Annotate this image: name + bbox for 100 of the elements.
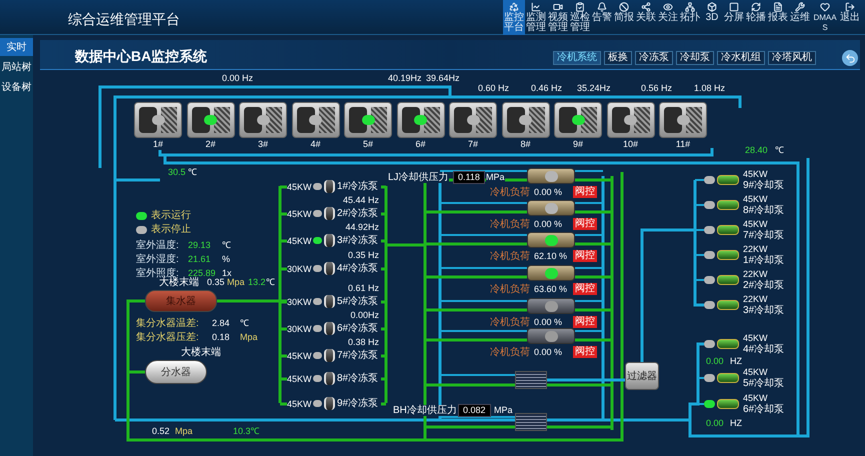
valve-control-button: 阀控 xyxy=(573,283,597,295)
unit-label: MPa xyxy=(494,405,513,416)
hz-value: 45.44 Hz xyxy=(342,195,379,205)
pressure-readout: 0.082 xyxy=(458,404,491,417)
hz-value: 0.46 Hz xyxy=(531,83,562,94)
pressure-value: 0.35 xyxy=(207,277,225,288)
power-rating: 22KW xyxy=(743,244,769,254)
power-rating: 30KW xyxy=(287,264,311,274)
chiller-unit xyxy=(527,328,575,344)
field-label: BH冷却供压力 xyxy=(393,405,457,416)
unit-label: Mpa xyxy=(175,426,193,437)
pump-name: 3#冷冻泵 xyxy=(337,235,378,246)
pump-name: 8#冷却泵 xyxy=(743,205,784,216)
power-rating: 45KW xyxy=(287,398,311,408)
diff-value: 0.18 xyxy=(212,332,230,343)
power-rating: 45KW xyxy=(743,169,769,180)
hz-value: 0.00 xyxy=(706,418,724,429)
hz-value: 0.56 Hz xyxy=(641,83,672,94)
unit-label: Mpa xyxy=(240,332,258,343)
power-rating: 30KW xyxy=(287,296,311,306)
menu-button: 报表 xyxy=(768,13,788,23)
valve-control-button: 阀控 xyxy=(573,250,597,262)
valve-control-button: 阀控 xyxy=(573,316,597,328)
temperature-value: 28.40 xyxy=(745,145,768,156)
chiller-unit xyxy=(527,200,575,216)
field-label: 室外温度: xyxy=(136,240,179,251)
temperature-value: 30.5 xyxy=(168,167,186,178)
power-rating: 30KW xyxy=(287,324,311,334)
tower-number: 11# xyxy=(676,139,690,149)
tank-caption: 大楼末端 xyxy=(159,277,199,288)
tower-number: 3# xyxy=(258,139,268,149)
valve-control-button: 阀控 xyxy=(573,346,597,358)
power-rating: 45KW xyxy=(287,374,311,384)
power-rating: 45KW xyxy=(743,367,769,378)
unit-label: ℃ xyxy=(240,318,249,329)
menu-button: 关联 xyxy=(636,13,656,23)
legend-text: 表示停止 xyxy=(151,224,191,235)
power-rating: 45KW xyxy=(743,219,769,230)
power-rating: 45KW xyxy=(287,182,311,192)
page-heading: 数据中心BA监控系统 xyxy=(75,47,208,66)
pump-name: 5#冷却泵 xyxy=(743,378,784,389)
tower-number: 4# xyxy=(310,139,320,149)
load-value: 62.10 % xyxy=(534,250,568,262)
temperature-value: 13.2 xyxy=(248,277,266,288)
pump-name: 4#冷冻泵 xyxy=(337,263,378,274)
tower-number: 6# xyxy=(415,139,426,149)
menu-button: 拓扑 xyxy=(680,13,700,23)
menu-button: 退出 xyxy=(840,13,860,23)
menu-button: DMAAS xyxy=(811,13,839,33)
outdoor-value: 29.13 xyxy=(188,240,211,251)
load-label: 冷机负荷 xyxy=(490,316,531,328)
unit-label: MPa xyxy=(486,172,505,183)
pipe-connector xyxy=(126,300,145,374)
system-tab: 冷却泵 xyxy=(676,51,714,65)
power-rating: 45KW xyxy=(743,333,769,344)
menu-button: 告警 xyxy=(592,13,612,23)
pump-name: 3#冷却泵 xyxy=(743,305,784,316)
pump-name: 6#冷却泵 xyxy=(743,404,784,415)
power-rating: 22KW xyxy=(743,294,769,304)
chiller-unit xyxy=(527,168,575,184)
tower-number: 1# xyxy=(152,139,163,149)
filter-unit: 过滤器 xyxy=(625,362,659,390)
power-rating: 45KW xyxy=(287,208,311,218)
load-label: 冷机负荷 xyxy=(490,346,531,358)
unit-label: ℃ xyxy=(266,277,275,288)
hz-value: 0.00 xyxy=(706,356,724,367)
pipe-connector xyxy=(217,300,287,302)
hz-value: 1.08 Hz xyxy=(694,83,726,94)
valve-control-button: 阀控 xyxy=(573,218,597,230)
power-rating: 45KW xyxy=(287,236,311,246)
menu-button: 巡检管理 xyxy=(570,13,590,33)
heat-exchanger xyxy=(515,371,547,389)
tower-number: 2# xyxy=(205,139,216,149)
tower-number: 8# xyxy=(520,139,530,149)
pump-name: 4#冷却泵 xyxy=(743,344,784,355)
menu-button: 3D xyxy=(702,13,722,23)
load-value: 63.60 % xyxy=(534,284,568,294)
valve-control-button: 阀控 xyxy=(573,186,597,198)
tank-caption: 大楼末端 xyxy=(181,347,221,358)
water-tank: 分水器 xyxy=(145,360,207,384)
hz-value: 39.64Hz xyxy=(426,73,460,84)
hz-value: 0.00 Hz xyxy=(222,73,254,84)
pressure-readout: 0.118 xyxy=(453,171,485,184)
field-label: 室外湿度: xyxy=(136,254,179,265)
load-value: 0.00 % xyxy=(534,316,564,328)
menu-button: 运维 xyxy=(790,13,810,23)
menu-button: 视频管理 xyxy=(548,13,568,33)
pump-name: 1#冷冻泵 xyxy=(337,181,378,192)
load-label: 冷机负荷 xyxy=(490,250,531,262)
chiller-unit xyxy=(527,232,575,248)
hz-value: 0.60 Hz xyxy=(478,83,510,94)
pump-name: 5#冷冻泵 xyxy=(337,296,378,307)
hz-value: 35.24Hz xyxy=(577,83,611,94)
load-value: 0.00 % xyxy=(534,186,564,198)
field-label: LJ冷却供压力 xyxy=(388,172,449,183)
unit-label: HZ xyxy=(730,418,742,429)
pipe-connector xyxy=(547,378,625,382)
temperature-value: 10.3℃ xyxy=(233,426,260,437)
chiller-unit xyxy=(527,298,575,314)
diff-value: 2.84 xyxy=(212,318,230,329)
